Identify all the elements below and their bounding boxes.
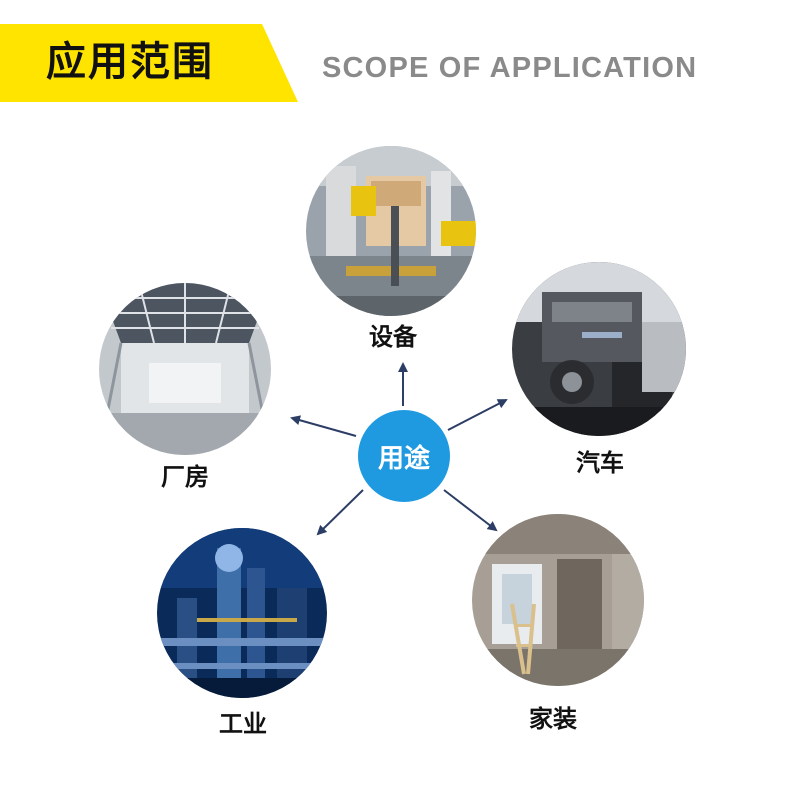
label-equipment: 设备 — [369, 323, 417, 351]
arrow-to-workshop — [290, 415, 357, 437]
header-banner — [0, 24, 298, 102]
label-home: 家装 — [529, 705, 577, 733]
industrial-plant-photo — [157, 528, 327, 698]
arrow-to-industry — [316, 489, 364, 536]
home-renovation-photo — [472, 514, 644, 686]
car-engine-photo — [512, 262, 686, 436]
page-title: 应用范围 — [46, 39, 214, 85]
factory-hall-photo — [99, 283, 271, 455]
usage-hub: 用途 — [358, 410, 450, 502]
label-automotive: 汽车 — [576, 449, 624, 477]
arrow-to-home — [443, 489, 498, 532]
label-industry: 工业 — [219, 710, 267, 738]
usage-hub-label: 用途 — [377, 443, 430, 474]
arrow-to-automotive — [447, 399, 508, 431]
label-workshop: 厂房 — [161, 463, 209, 491]
page-subtitle: SCOPE OF APPLICATION — [322, 52, 698, 84]
factory-equipment-photo — [306, 146, 476, 316]
